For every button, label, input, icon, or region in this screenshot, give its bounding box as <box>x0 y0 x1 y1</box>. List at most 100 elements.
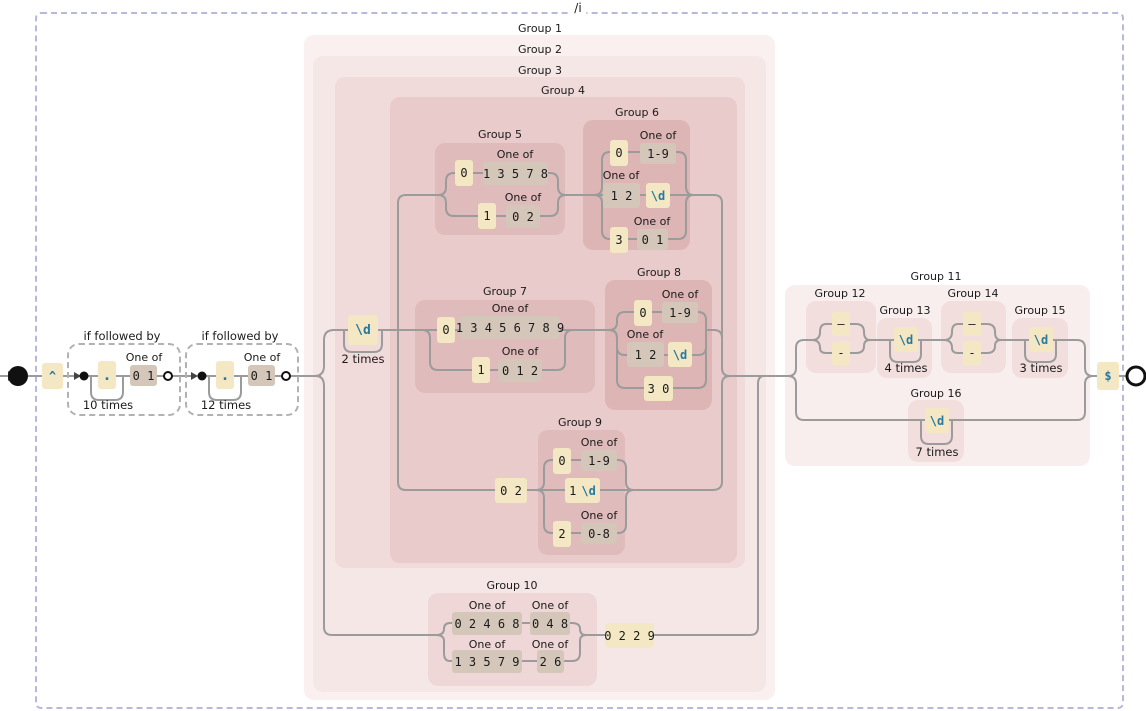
charset-box: 0-8 <box>581 523 617 544</box>
charset-box: 0 2 4 6 8 <box>452 612 522 635</box>
caret-anchor: ^ <box>42 363 63 389</box>
group-label-12: Group 12 <box>814 287 866 300</box>
regex-flags-label: /i <box>569 1 587 15</box>
one-of-label: One of <box>531 599 569 612</box>
group-label-6: Group 6 <box>615 106 659 119</box>
one-of-label: One of <box>580 509 618 522</box>
group-label-15: Group 15 <box>1014 304 1066 317</box>
group-label-14: Group 14 <box>947 287 999 300</box>
digit-escape-box: \d <box>1029 327 1053 352</box>
literal-box: 3 <box>610 227 628 253</box>
lookahead-2-end-ring <box>281 371 291 381</box>
digit-escape-box: \d <box>668 342 692 367</box>
one-of-label: One of <box>468 599 506 612</box>
charset-box: 0 2 <box>506 205 540 228</box>
group-label-10: Group 10 <box>486 579 538 592</box>
loop-label: 3 times <box>1019 361 1063 375</box>
literal-box: 0 <box>634 300 652 326</box>
one-of-label: One of <box>661 288 699 301</box>
end-node <box>1125 365 1146 387</box>
dollar-anchor: $ <box>1097 362 1119 390</box>
one-of-label: One of <box>491 302 529 315</box>
digit-escape-loop-label: 2 times <box>341 352 385 366</box>
group-box-5 <box>435 143 565 235</box>
literal-box: 0 <box>455 160 473 186</box>
lookahead-1-dot-literal: . <box>98 361 116 389</box>
charset-box: 1-9 <box>640 143 676 164</box>
loop-label: 7 times <box>915 445 959 459</box>
one-of-label: One of <box>125 351 163 364</box>
literal-box: 0 <box>437 317 455 343</box>
group-label-8: Group 8 <box>637 266 681 279</box>
group-label-4: Group 4 <box>541 84 585 97</box>
group-label-7: Group 7 <box>483 285 527 298</box>
loop-label: 4 times <box>884 361 928 375</box>
one-of-label: One of <box>501 345 539 358</box>
literal-box: 0 2 <box>495 478 527 503</box>
lookahead-2-dot-literal: . <box>216 361 234 389</box>
literal-box: 0 2 2 9 <box>604 623 655 648</box>
charset-box: 1-9 <box>581 450 617 471</box>
arrow-lookahead-1 <box>74 372 81 380</box>
literal-box: 0 <box>610 140 628 166</box>
charset-box: 2 6 <box>537 650 564 673</box>
one-of-label: One of <box>531 638 569 651</box>
charset-box: 0 1 2 <box>498 359 542 382</box>
group-label-5: Group 5 <box>478 128 522 141</box>
digit-escape-box: \d <box>894 327 918 352</box>
dash-literal-box: - <box>832 341 850 365</box>
digit-escape-box: \d <box>348 315 378 345</box>
lookahead-2-loop-label: 12 times <box>200 398 252 412</box>
lookahead-1-end-ring <box>163 371 173 381</box>
one-of-label: One of <box>639 129 677 142</box>
one-of-label: One of <box>496 148 534 161</box>
digit-escape-box: \d <box>646 183 670 208</box>
group-label-13: Group 13 <box>879 304 931 317</box>
charset-box: 1 3 4 5 6 7 8 9 <box>456 316 564 339</box>
one-of-label: One of <box>633 215 671 228</box>
lookahead-1-charset: 0 1 <box>130 365 157 386</box>
literal-box: 1 <box>478 203 496 229</box>
one-of-label: One of <box>468 638 506 651</box>
group-label-9: Group 9 <box>558 416 602 429</box>
dash-literal-box: – <box>832 312 850 336</box>
literal-part: 1 <box>569 483 577 498</box>
group-label-2: Group 2 <box>518 43 562 56</box>
group-label-3: Group 3 <box>518 64 562 77</box>
one-of-label: One of <box>504 191 542 204</box>
charset-box: 1 3 5 7 9 <box>452 650 522 673</box>
group-label-1: Group 1 <box>518 22 562 35</box>
dash-literal-box: – <box>963 312 981 336</box>
one-of-label: One of <box>626 328 664 341</box>
charset-box: 1-9 <box>662 302 698 323</box>
arrow-lookahead-2 <box>191 372 198 380</box>
literal-escape-box: 1 \d <box>565 478 600 503</box>
charset-box: 1 2 <box>627 342 664 367</box>
dash-literal-box: - <box>963 341 981 365</box>
charset-box: 1 3 5 7 8 <box>483 162 548 185</box>
charset-box: 0 4 8 <box>530 612 570 635</box>
literal-box: 3 0 <box>644 376 673 401</box>
lookahead-1-loop-label: 10 times <box>82 398 134 412</box>
charset-box: 0 1 <box>637 229 668 250</box>
lookahead-1-title: if followed by <box>83 329 161 343</box>
digit-escape-box: \d <box>925 408 949 433</box>
lookahead-2-charset: 0 1 <box>248 365 275 386</box>
one-of-label: One of <box>602 169 640 182</box>
lookahead-2-title: if followed by <box>201 329 279 343</box>
charset-box: 1 2 <box>603 183 640 208</box>
lookahead-1-box <box>67 343 181 416</box>
literal-box: 2 <box>553 521 571 547</box>
group-label-11: Group 11 <box>910 270 962 283</box>
literal-box: 1 <box>472 357 490 383</box>
literal-box: 0 <box>553 448 571 474</box>
lookahead-2-start-dot <box>197 371 207 381</box>
one-of-label: One of <box>580 436 618 449</box>
lookahead-1-start-dot <box>79 371 89 381</box>
digit-escape-part: \d <box>581 483 596 498</box>
group-label-16: Group 16 <box>910 387 962 400</box>
start-node <box>8 366 28 386</box>
one-of-label: One of <box>243 351 281 364</box>
